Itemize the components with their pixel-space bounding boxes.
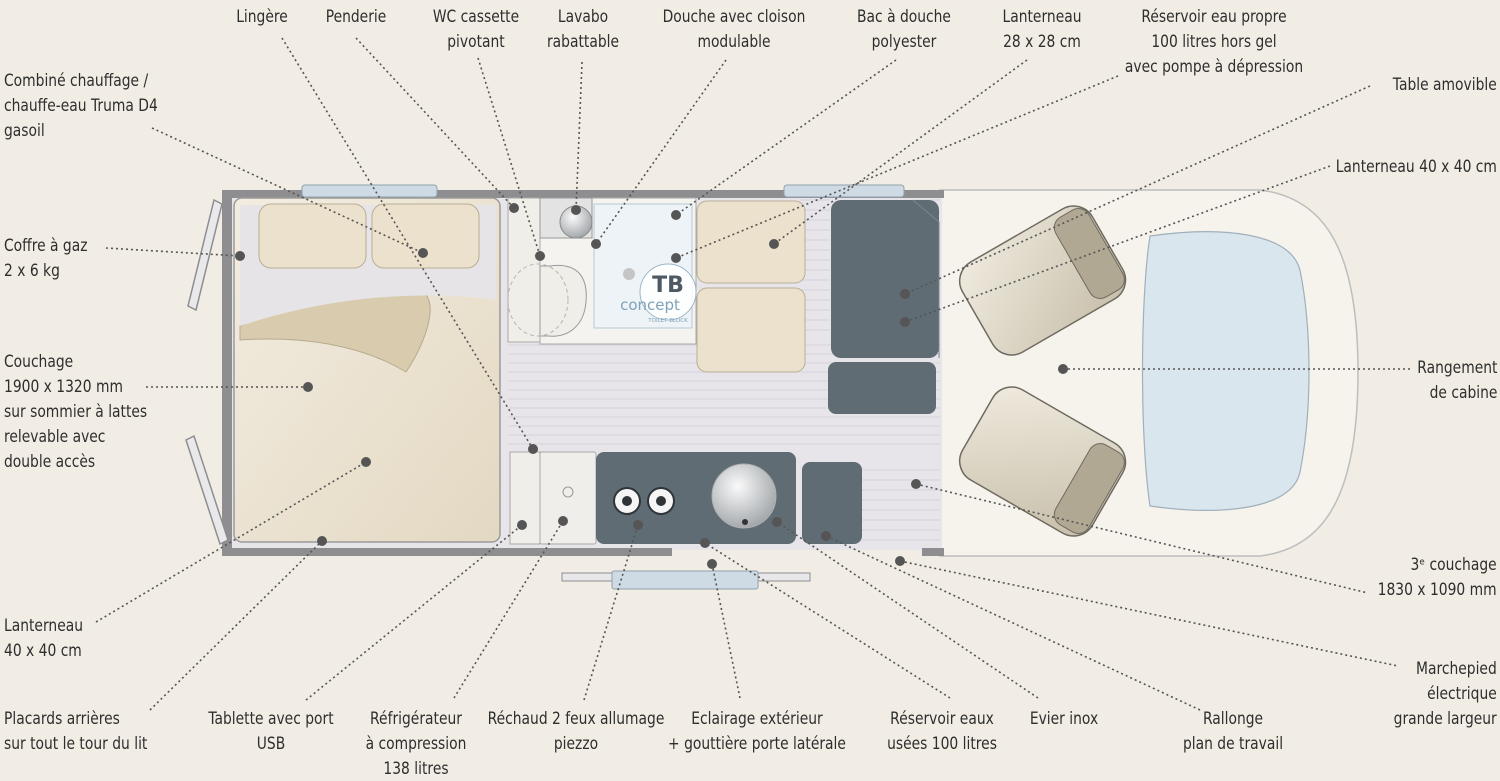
- label-line: Réservoir eau propre: [1141, 7, 1287, 26]
- window-middle-top: [783, 184, 905, 198]
- label-lanterneau-40-top: Lanterneau 40 x 40 cm: [1336, 154, 1497, 179]
- label-line: plan de travail: [1182, 734, 1284, 753]
- logo-name: concept: [620, 296, 680, 314]
- label-line: Couchage: [4, 352, 74, 371]
- label-line: WC cassette: [432, 7, 520, 26]
- label-line: Lanterneau: [1002, 7, 1082, 26]
- label-line: Coffre à gaz: [4, 236, 88, 255]
- van-walls: [222, 190, 944, 556]
- side-door-window: [611, 570, 759, 590]
- label-line: USB: [256, 734, 286, 753]
- rear-doors: [185, 198, 229, 546]
- sink-drain: [742, 519, 748, 525]
- label-line: rabattable: [546, 32, 620, 51]
- label-line: Rangement: [1416, 358, 1497, 377]
- label-line: + gouttière porte latérale: [668, 734, 846, 753]
- label-line: Placards arrières: [4, 709, 120, 728]
- wardrobe: [507, 197, 541, 343]
- window-rear-top: [301, 184, 438, 198]
- label-line: 1830 x 1090 mm: [1378, 580, 1497, 599]
- bench-cushion-top: [696, 200, 806, 284]
- shower-logo-badge: [639, 263, 697, 321]
- label-line: Evier inox: [1029, 709, 1099, 728]
- label-lanterneau-40-left: Lanterneau 40 x 40 cm: [4, 613, 83, 663]
- label-line: avec pompe à dépression: [1124, 57, 1304, 76]
- label-line: Table amovible: [1393, 75, 1497, 94]
- table-top: [831, 200, 939, 358]
- label-line: de cabine: [1429, 383, 1497, 402]
- kitchen-counter-light: [539, 451, 597, 545]
- cab-seat-driver: [958, 386, 1127, 537]
- label-line: Bac à douche: [857, 7, 951, 26]
- label-line: Réfrigérateur: [370, 709, 462, 728]
- label-line: chauffe-eau Truma D4: [4, 96, 158, 115]
- label-table: Table amovible: [1393, 72, 1497, 97]
- label-coffre-gaz: Coffre à gaz 2 x 6 kg: [4, 233, 88, 283]
- usb-tablet-knob: [562, 486, 574, 498]
- leader-dots: [235, 203, 1068, 569]
- label-line: sur tout le tour du lit: [4, 734, 148, 753]
- windscreen: [1141, 231, 1310, 511]
- label-line: grande largeur: [1393, 709, 1497, 728]
- logo-mark: TB: [652, 273, 684, 298]
- leader-lines: [95, 37, 1412, 711]
- label-line: relevable avec: [4, 427, 106, 446]
- label-line: Réservoir eaux: [890, 709, 994, 728]
- label-line: Combiné chauffage /: [4, 71, 149, 90]
- label-line: 40 x 40 cm: [4, 641, 82, 660]
- label-line: Rallonge: [1202, 709, 1264, 728]
- sink-basin: [711, 463, 777, 529]
- label-line: gasoil: [4, 121, 45, 140]
- label-line: 1900 x 1320 mm: [4, 377, 123, 396]
- bench-cushion-bottom: [696, 287, 806, 373]
- wc-cassette-toilet: [539, 264, 587, 337]
- label-marchepied: Marchepied électrique grande largeur: [1394, 656, 1497, 731]
- shower-drain: [623, 268, 635, 280]
- label-line: Réchaud 2 feux allumage: [487, 709, 665, 728]
- fridge: [509, 451, 541, 545]
- label-line: Marchepied: [1416, 659, 1497, 678]
- worktop-extension: [802, 462, 862, 544]
- label-couchage: Couchage 1900 x 1320 mm sur sommier à latt…: [4, 349, 147, 474]
- label-line: polyester: [871, 32, 937, 51]
- label-line: 28 x 28 cm: [1003, 32, 1081, 51]
- table-edge: [912, 199, 940, 358]
- label-line: Lanterneau: [4, 616, 84, 635]
- label-line: Lanterneau 40 x 40 cm: [1335, 157, 1497, 176]
- label-line: Douche avec cloison: [662, 7, 806, 26]
- label-line: double accès: [4, 452, 96, 471]
- front-bench: [828, 362, 936, 414]
- label-line: usées 100 litres: [887, 734, 997, 753]
- pillow-left: [258, 203, 367, 269]
- label-placards: Placards arrières sur tout le tour du lit: [4, 706, 147, 756]
- label-line: 100 litres hors gel: [1151, 32, 1277, 51]
- label-line: Eclairage extérieur: [691, 709, 823, 728]
- label-line: piezzo: [553, 734, 599, 753]
- label-line: à compression: [365, 734, 467, 753]
- label-line: sur sommier à lattes: [4, 402, 148, 421]
- label-line: Penderie: [325, 7, 387, 26]
- label-combine: Combiné chauffage / chauffe-eau Truma D4 g…: [4, 68, 158, 143]
- wc-seat: [507, 263, 569, 337]
- label-line: modulable: [697, 32, 771, 51]
- label-line: électrique: [1427, 684, 1497, 703]
- logo-tagline: TOILET BLOCK: [647, 318, 688, 324]
- label-line: pivotant: [447, 32, 505, 51]
- hob-burners: [613, 487, 675, 515]
- label-line: 138 litres: [383, 759, 449, 778]
- pillow-right: [371, 203, 480, 269]
- label-rangement: Rangement de cabine: [1417, 355, 1497, 405]
- label-line: Lingère: [236, 7, 288, 26]
- label-line: Tablette avec port: [208, 709, 334, 728]
- label-line: 2 x 6 kg: [4, 261, 60, 280]
- label-line: 3ᵉ couchage: [1410, 555, 1497, 574]
- label-line: Lavabo: [557, 7, 609, 26]
- label-couchage-3: 3ᵉ couchage 1830 x 1090 mm: [1378, 552, 1497, 602]
